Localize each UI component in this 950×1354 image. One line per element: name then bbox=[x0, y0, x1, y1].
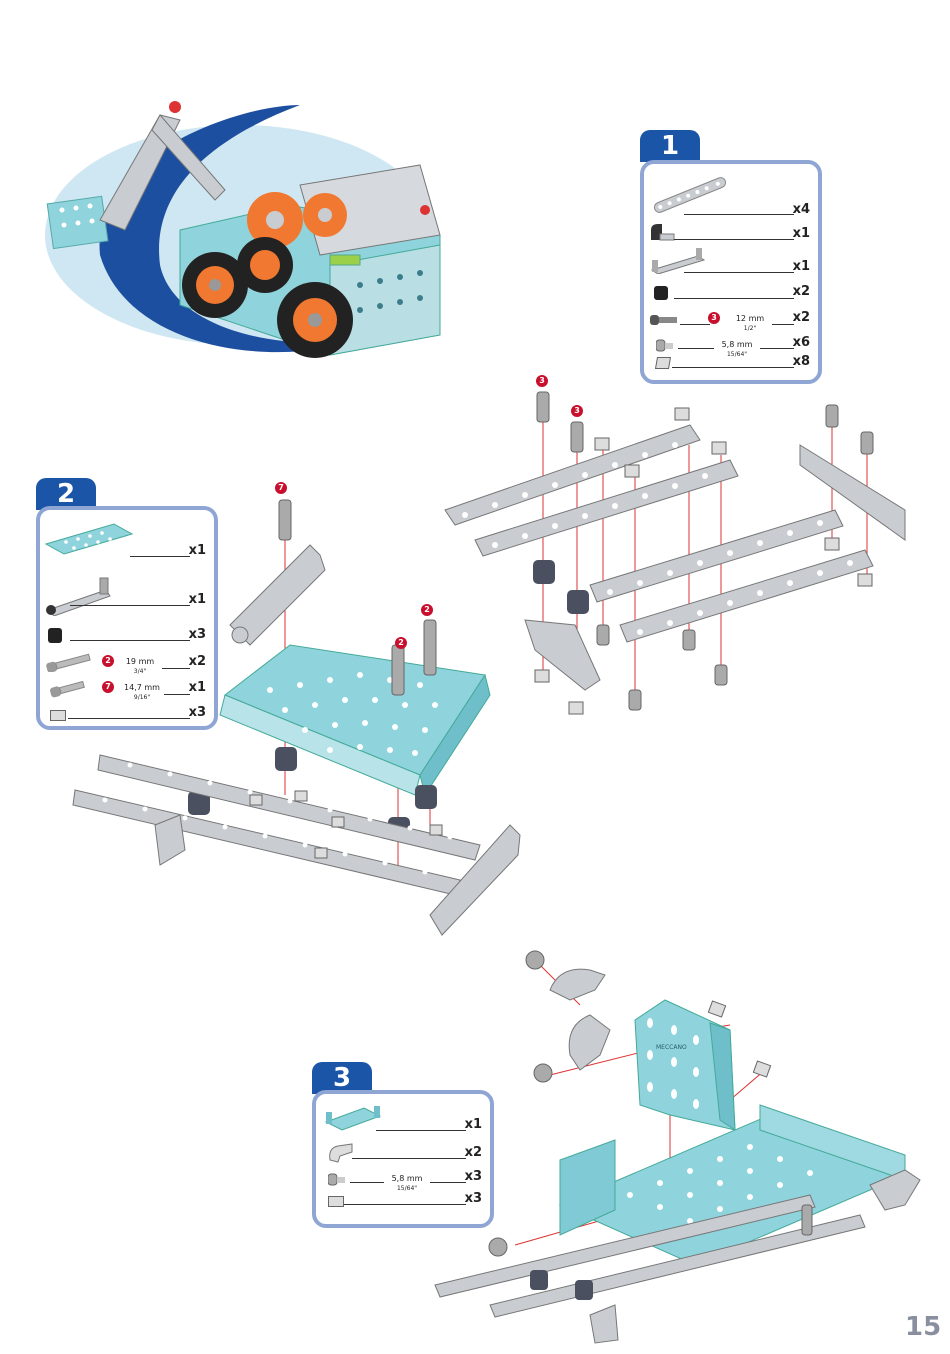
spacer-part-icon bbox=[48, 628, 62, 643]
hero-model-image bbox=[40, 95, 480, 380]
nut-part-icon bbox=[328, 1196, 344, 1207]
nut-part-icon bbox=[50, 710, 66, 721]
step1-qty-6: x6 bbox=[793, 335, 810, 350]
page-number: 15 bbox=[905, 1312, 941, 1342]
step1-qty-5: x2 bbox=[793, 310, 810, 325]
step-3-diagram: MECCANO bbox=[430, 945, 925, 1345]
double-angle-part-icon bbox=[650, 248, 706, 274]
step1-qty-3: x1 bbox=[793, 259, 810, 274]
step1-qty-2: x1 bbox=[793, 226, 810, 241]
diagram-badge-2b: 2 bbox=[421, 604, 433, 616]
diagram-badge-1b: 3 bbox=[571, 405, 583, 417]
nut-part-icon bbox=[655, 357, 671, 369]
diagram-badge-2a: 7 bbox=[275, 482, 287, 494]
screw-part-icon bbox=[650, 312, 680, 328]
diagram-badge-2c: 2 bbox=[395, 637, 407, 649]
step1-qty-7: x8 bbox=[793, 354, 810, 369]
pivot-bracket-part-icon bbox=[326, 1142, 356, 1164]
plate-brand-text: MECCANO bbox=[656, 1044, 687, 1051]
spacer-part-icon bbox=[654, 286, 668, 300]
step1-qty-1: x4 bbox=[793, 202, 810, 217]
step1-screw-badge: 3 bbox=[708, 312, 720, 324]
strip-part-icon bbox=[650, 170, 730, 220]
diagram-badge-1a: 3 bbox=[536, 375, 548, 387]
short-screw-part-icon bbox=[328, 1172, 348, 1188]
step1-qty-4: x2 bbox=[793, 284, 810, 299]
bracket-part-icon bbox=[648, 222, 676, 242]
small-plate-part-icon bbox=[324, 1102, 384, 1134]
step-1-tab: 1 bbox=[640, 130, 700, 162]
short-screw-part-icon bbox=[656, 338, 676, 354]
step-2-diagram bbox=[70, 495, 530, 945]
